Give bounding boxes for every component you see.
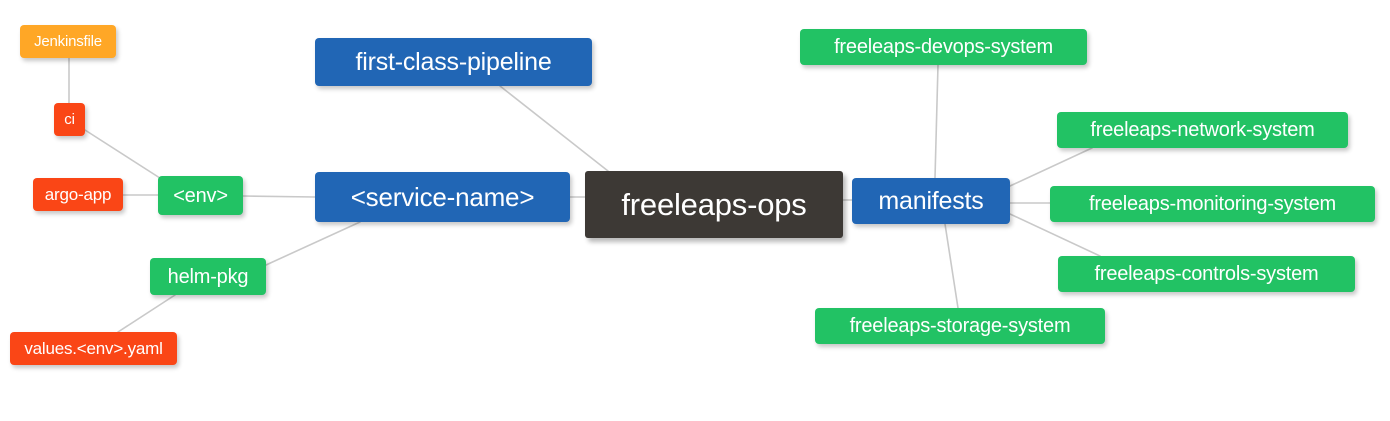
mindmap-node-label: <service-name> — [350, 182, 535, 212]
mindmap-node-label: Jenkinsfile — [34, 33, 102, 50]
edge-manifests-to-freeleaps-network-system — [1009, 147, 1093, 187]
mindmap-node-argo-app[interactable]: argo-app — [33, 178, 123, 211]
mindmap-node-service-name[interactable]: <service-name> — [315, 172, 570, 222]
mindmap-node-freeleaps-ops[interactable]: freeleaps-ops — [585, 171, 843, 238]
mindmap-node-manifests[interactable]: manifests — [852, 178, 1010, 224]
edge-service-name-to-env — [242, 195, 316, 198]
mindmap-node-ci[interactable]: ci — [54, 103, 85, 136]
mindmap-node-first-class-pipeline[interactable]: first-class-pipeline — [315, 38, 592, 86]
mindmap-node-label: freeleaps-controls-system — [1094, 263, 1319, 285]
mindmap-node-label: ci — [64, 111, 75, 128]
mindmap-node-label: manifests — [878, 186, 984, 215]
mindmap-node-freeleaps-network-system[interactable]: freeleaps-network-system — [1057, 112, 1348, 148]
mindmap-node-label: freeleaps-devops-system — [834, 36, 1053, 58]
mindmap-node-label: freeleaps-monitoring-system — [1089, 193, 1336, 215]
edge-manifests-to-freeleaps-storage-system — [944, 223, 959, 309]
mindmap-node-label: values.<env>.yaml — [24, 339, 163, 358]
edge-freeleaps-ops-to-first-class-pipeline — [499, 85, 609, 172]
mindmap-node-label: helm-pkg — [167, 265, 249, 288]
edge-env-to-ci — [84, 129, 164, 181]
mindmap-node-freeleaps-storage-system[interactable]: freeleaps-storage-system — [815, 308, 1105, 344]
mindmap-node-freeleaps-devops-system[interactable]: freeleaps-devops-system — [800, 29, 1087, 65]
mindmap-node-values-env-yaml[interactable]: values.<env>.yaml — [10, 332, 177, 365]
edge-manifests-to-freeleaps-devops-system — [934, 64, 939, 179]
mindmap-node-label: freeleaps-storage-system — [849, 315, 1071, 337]
mindmap-node-helm-pkg[interactable]: helm-pkg — [150, 258, 266, 295]
mindmap-node-freeleaps-monitoring-system[interactable]: freeleaps-monitoring-system — [1050, 186, 1375, 222]
mindmap-node-label: <env> — [173, 184, 228, 207]
mindmap-node-freeleaps-controls-system[interactable]: freeleaps-controls-system — [1058, 256, 1355, 292]
mindmap-node-label: freeleaps-network-system — [1090, 119, 1315, 141]
mindmap-node-label: first-class-pipeline — [355, 47, 552, 76]
mindmap-node-label: argo-app — [44, 185, 112, 204]
mindmap-node-jenkinsfile[interactable]: Jenkinsfile — [20, 25, 116, 58]
edge-service-name-to-helm-pkg — [265, 221, 361, 266]
mindmap-node-label: freeleaps-ops — [621, 187, 807, 222]
mindmap-node-env[interactable]: <env> — [158, 176, 243, 215]
edge-helm-pkg-to-values-env-yaml — [117, 294, 176, 333]
